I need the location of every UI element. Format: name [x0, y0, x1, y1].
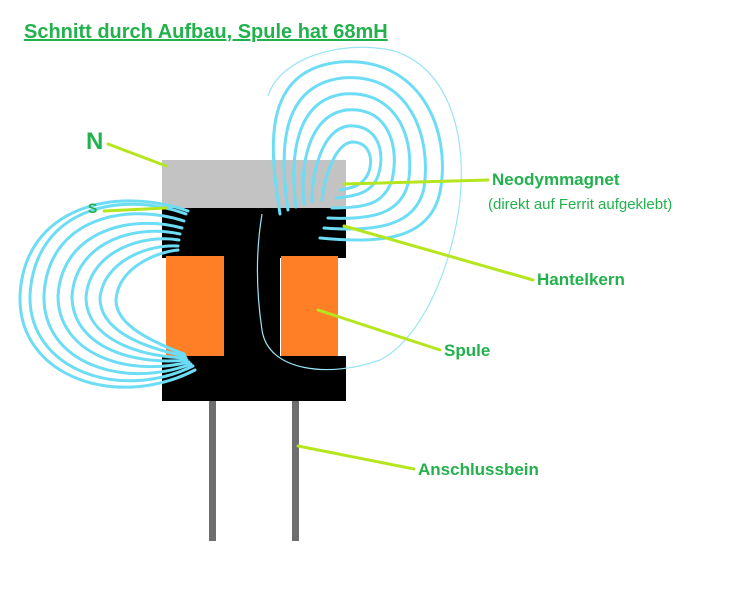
leader-core	[342, 224, 535, 282]
core-center-post	[224, 250, 280, 360]
pin-label: Anschlussbein	[418, 460, 539, 479]
neodymium-magnet	[162, 160, 346, 208]
leader-s	[102, 206, 168, 213]
field-lines-left	[18, 199, 197, 389]
core-bottom-flange	[162, 356, 346, 401]
core-label: Hantelkern	[537, 270, 625, 289]
leader-coil	[316, 308, 442, 352]
connection-pins	[209, 398, 299, 541]
leader-pin	[296, 444, 416, 471]
field-outline-right	[256, 46, 462, 371]
leader-magnet	[342, 178, 490, 186]
coil-right	[281, 256, 338, 356]
leader-n	[106, 142, 168, 168]
diagram-title: Schnitt durch Aufbau, Spule hat 68mH	[24, 21, 388, 43]
coil-left	[166, 256, 224, 356]
core-top-flange	[162, 208, 346, 258]
pin-right	[292, 398, 299, 541]
south-pole-label: S	[88, 200, 98, 216]
north-pole-label: N	[86, 128, 104, 155]
pin-left	[209, 398, 216, 541]
coil-label: Spule	[444, 341, 491, 360]
leader-lines	[102, 142, 535, 471]
dumbbell-core	[162, 208, 346, 401]
field-lines-right	[271, 60, 444, 242]
magnet-note-label: (direkt auf Ferrit aufgeklebt)	[488, 196, 673, 213]
magnet-label: Neodymmagnet	[492, 170, 620, 189]
coil-windings	[166, 256, 338, 356]
